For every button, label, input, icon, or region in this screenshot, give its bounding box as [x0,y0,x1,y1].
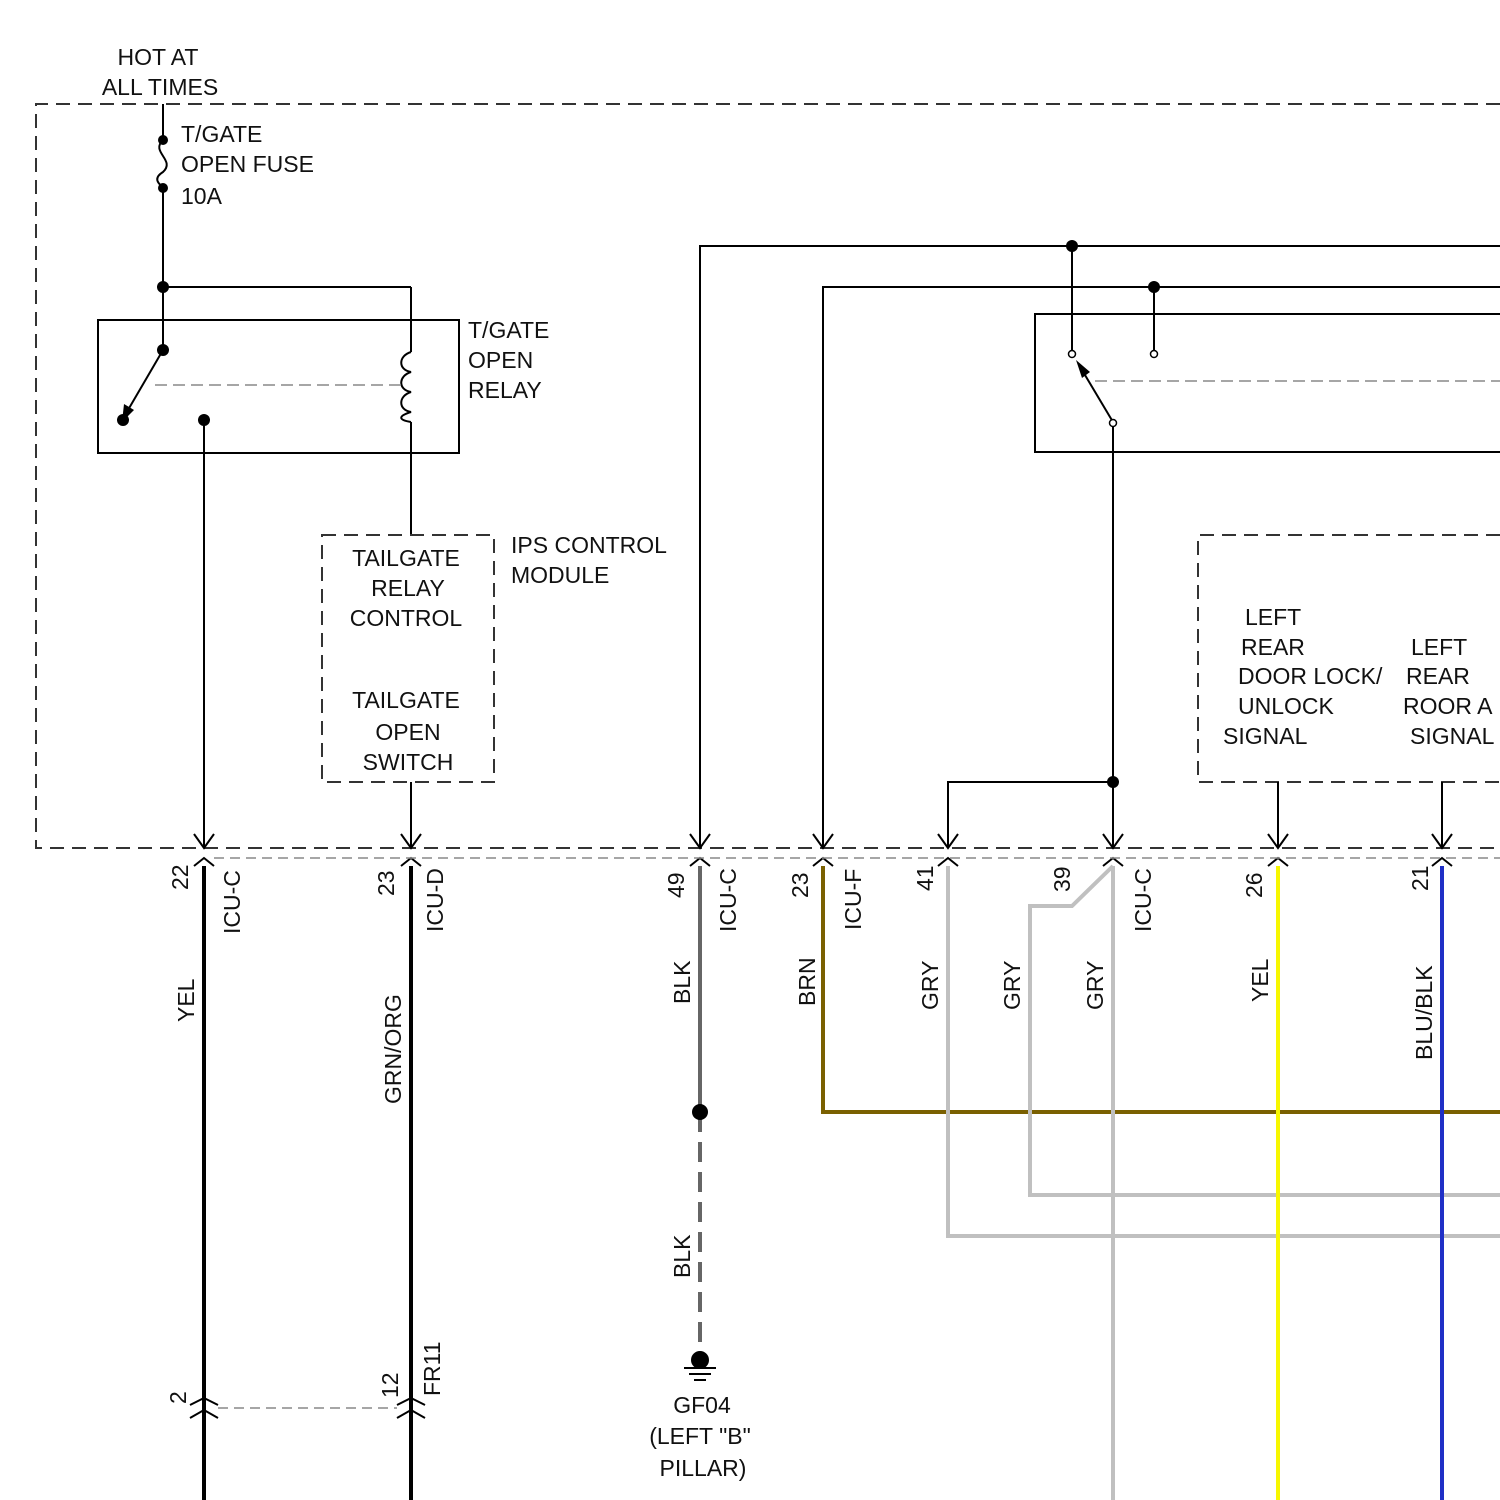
relay-label-line: T/GATE [468,317,549,343]
right-relay-feeds [700,246,1500,848]
tailgate-relay-control-line: RELAY [371,575,445,601]
pin-number: 23 [787,872,813,898]
fuse-label-line: 10A [181,183,223,209]
left-rear-ajar-line: ROOR A [1403,693,1493,719]
right-relay-arrow [1076,360,1090,378]
left-rear-lock-line: DOOR LOCK/ [1238,663,1383,689]
right-relay-contact [1069,351,1076,358]
tailgate-relay-control-line: TAILGATE [352,545,460,571]
ips-module-line: IPS CONTROL [511,532,667,558]
relay-contact-no [117,414,129,426]
ips-module-line: MODULE [511,562,609,588]
right-relay-contact [1151,351,1158,358]
wire-color-label: GRY [1082,961,1108,1010]
wire-color-label: GRY [999,961,1025,1010]
connector-name: ICU-C [1130,868,1156,932]
wire-color-label: BRN [794,957,820,1006]
fuse-terminal-bottom [158,183,168,193]
ground-icon [684,1352,716,1380]
tailgate-open-switch-line: SWITCH [363,749,454,775]
junction-dot [692,1104,708,1120]
relay-contact-output [198,414,210,426]
tailgate-open-switch-line: TAILGATE [352,687,460,713]
wire-color-label: BLK [669,1234,695,1278]
left-rear-lock-line: UNLOCK [1238,693,1335,719]
pin-number: 41 [912,865,938,891]
relay-label-line: RELAY [468,377,542,403]
pin-number: 2 [165,1391,191,1404]
pin-number: 22 [167,864,193,890]
left-rear-ajar-line: LEFT [1411,634,1467,660]
pin-number: 26 [1241,872,1267,898]
pin-number: 21 [1407,865,1433,891]
tailgate-relay-control-line: CONTROL [350,605,463,631]
relay-contact-common [157,344,169,356]
pin-number: 49 [663,872,689,898]
junction-dot [1107,776,1119,788]
wire-color-label: YEL [1247,958,1273,1002]
left-rear-ajar-line: REAR [1406,663,1470,689]
pin-number: 12 [377,1372,403,1398]
left-rear-lock-line: REAR [1241,634,1305,660]
connector-name: FR11 [419,1341,445,1396]
fuse-label-line: T/GATE [181,121,262,147]
left-rear-ajar-line: SIGNAL [1410,723,1495,749]
hot-at-label: HOT AT [118,44,199,70]
ground-label-line: (LEFT "B" [649,1423,751,1449]
wire-color-label: YEL [173,978,199,1022]
connector-name: ICU-C [715,868,741,932]
left-rear-lock-line: SIGNAL [1223,723,1308,749]
ground-label-line: PILLAR) [660,1455,747,1481]
wire-color-label: GRY [917,961,943,1010]
all-times-label: ALL TIMES [102,74,218,100]
junction-dot [1148,281,1160,293]
connector-name: ICU-C [219,870,245,934]
fuse-terminal-top [158,135,168,145]
wire-color-label: GRN/ORG [380,994,406,1104]
wire-color-label: BLK [669,960,695,1004]
relay-label-line: OPEN [468,347,533,373]
pin-number: 23 [373,870,399,896]
wire-color-label: BLU/BLK [1411,965,1437,1060]
left-rear-lock-line: LEFT [1245,604,1301,630]
connector-name: ICU-F [840,869,866,930]
fuse-label-line: OPEN FUSE [181,151,314,177]
pin-number: 39 [1049,866,1075,892]
connector-name: ICU-D [422,868,448,932]
junction-dot [1066,240,1078,252]
tailgate-open-switch-line: OPEN [375,719,440,745]
right-relay-contact [1110,420,1117,427]
ground-label-line: GF04 [673,1392,731,1418]
